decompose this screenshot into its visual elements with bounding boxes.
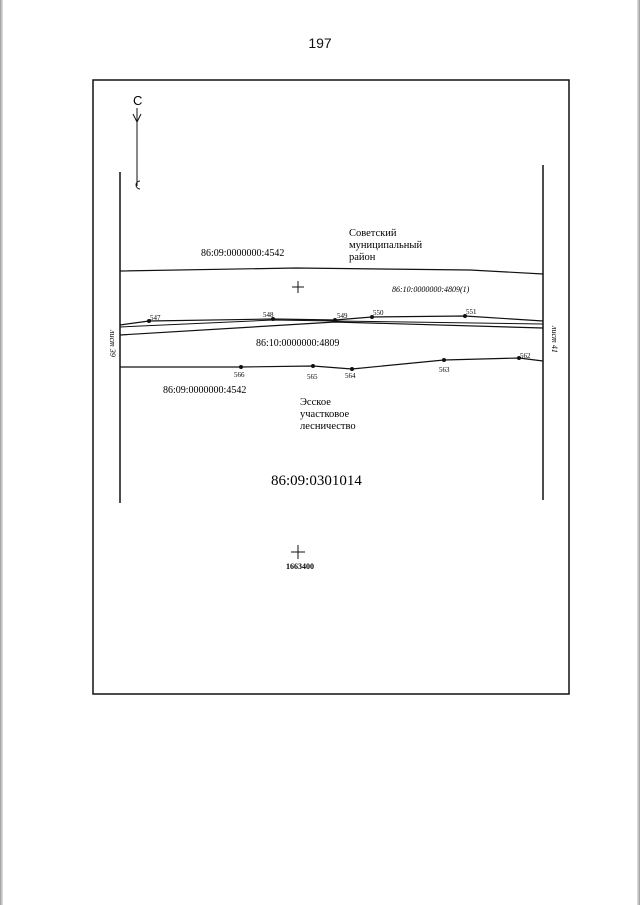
point-564 <box>350 367 354 371</box>
point-565 <box>311 364 315 368</box>
point-549 <box>333 318 337 322</box>
parcel-label-strip-upper: 86:10:0000000:4809(1) <box>392 285 470 294</box>
north-label: С <box>133 93 142 108</box>
svg-text:участковое: участковое <box>300 409 350 420</box>
points-upper: 547 548 549 550 551 <box>147 308 477 323</box>
point-label-564: 564 <box>345 372 356 380</box>
boundary-top <box>119 267 544 275</box>
point-label-566: 566 <box>234 371 245 379</box>
points-lower: 566 565 564 563 562 <box>234 352 531 381</box>
cadastral-quarter-label: 86:09:0301014 <box>271 473 362 489</box>
point-547 <box>147 319 151 323</box>
scan-edge-left <box>0 0 3 905</box>
point-label-565: 565 <box>307 373 318 381</box>
grid-cross-bottom <box>291 545 305 559</box>
sheet-label-left: лист 39 <box>108 329 117 357</box>
point-label-551: 551 <box>466 308 477 316</box>
point-551 <box>463 314 467 318</box>
point-label-562: 562 <box>520 352 531 360</box>
svg-text:Советский: Советский <box>349 228 397 239</box>
point-566 <box>239 365 243 369</box>
point-563 <box>442 358 446 362</box>
point-label-549: 549 <box>337 312 348 320</box>
point-label-563: 563 <box>439 366 450 374</box>
point-label-550: 550 <box>373 309 384 317</box>
page-number: 197 <box>308 35 332 51</box>
area-label-sovetsky: Советский муниципальный район <box>349 228 422 263</box>
parcel-label-top: 86:09:0000000:4542 <box>201 248 284 259</box>
north-arrow: С <box>132 93 142 190</box>
point-550 <box>370 315 374 319</box>
svg-text:Эсское: Эсское <box>300 397 331 408</box>
svg-text:лесничество: лесничество <box>300 421 356 432</box>
area-label-esskoe: Эсское участковое лесничество <box>300 397 356 432</box>
sheet-label-right: лист 41 <box>550 325 559 353</box>
point-label-548: 548 <box>263 311 274 319</box>
boundary-lower <box>120 357 544 370</box>
boundary-upper-strip-inner <box>119 319 544 328</box>
grid-coordinate-label: 1663400 <box>286 562 314 571</box>
grid-cross-top <box>292 281 304 293</box>
point-548 <box>271 317 275 321</box>
map-frame <box>92 79 570 695</box>
parcel-label-strip-mid: 86:10:0000000:4809 <box>256 338 339 349</box>
scan-edge-right <box>637 0 640 905</box>
svg-text:район: район <box>349 252 376 263</box>
point-562 <box>517 356 521 360</box>
point-label-547: 547 <box>150 314 161 322</box>
svg-text:муниципальный: муниципальный <box>349 240 422 251</box>
parcel-label-lower: 86:09:0000000:4542 <box>163 385 246 396</box>
